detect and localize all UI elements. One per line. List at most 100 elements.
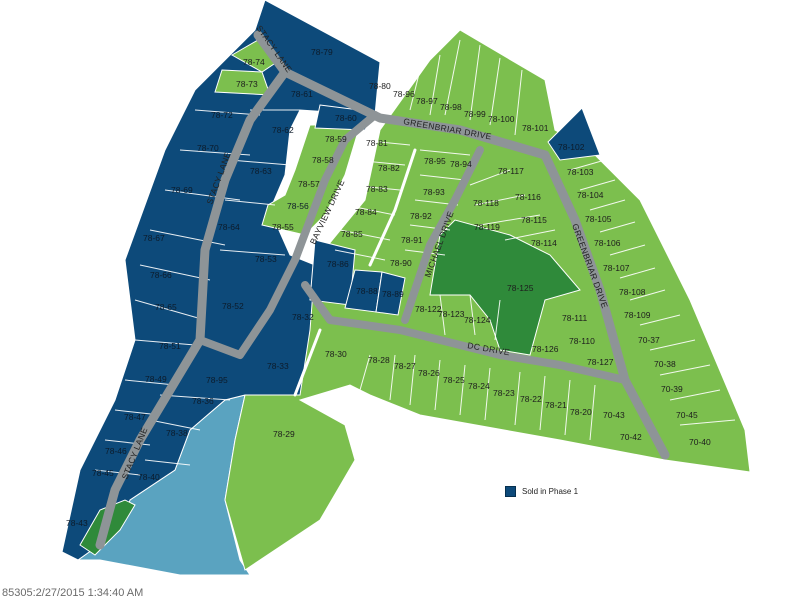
lot-label: 78-60: [335, 113, 357, 123]
lot-label: 78-73: [236, 79, 258, 89]
lot-label: 78-65: [155, 302, 177, 312]
lot-label: 78-27: [394, 361, 416, 371]
lot-label: 78-72: [211, 110, 233, 120]
road-bayview-divider: [368, 148, 417, 267]
lot-label: 78-56: [287, 201, 309, 211]
lot-label: 78-38: [166, 428, 188, 438]
lot-label: 78-85: [341, 229, 363, 239]
lot-label: 70-38: [654, 359, 676, 369]
lot-label: 78-20: [570, 407, 592, 417]
lot-label: 78-32: [292, 312, 314, 322]
lot-label: 78-99: [464, 109, 486, 119]
road-dc-drive: [301, 281, 629, 384]
lot-label: 78-61: [291, 89, 313, 99]
lot-label: 78-103: [567, 167, 594, 177]
lot-label: 78-40: [138, 472, 160, 482]
lot-label: 78-106: [594, 238, 621, 248]
lot-label: 78-95: [206, 375, 228, 385]
lot-label: 78-91: [401, 235, 423, 245]
lot-label: 78-115: [521, 215, 547, 225]
lot-label: 78-22: [520, 394, 542, 404]
lot-label: 78-43: [66, 518, 88, 528]
lot-label: 78-80: [369, 81, 391, 91]
lot-label: 78-70: [197, 143, 219, 153]
lot-label: 78-69: [171, 185, 193, 195]
lot-label: 78-90: [390, 258, 412, 268]
lot-label: 78-46: [105, 446, 127, 456]
lot-label: 70-37: [638, 335, 660, 345]
lot-label: 78-125: [507, 283, 534, 293]
lot-label: 78-126: [532, 344, 559, 354]
lot-label: 70-45: [676, 410, 698, 420]
lot-label: 78-47: [124, 412, 146, 422]
lot-label: 78-55: [272, 222, 294, 232]
lot-label: 78-51: [159, 341, 181, 351]
lot-label: 78-119: [474, 222, 500, 232]
lot-label: 78-45: [92, 468, 114, 478]
lot-label: 78-118: [473, 198, 499, 208]
lot-label: 78-26: [418, 368, 440, 378]
road-bayview-divider-2: [293, 328, 322, 397]
lot-label: 78-58: [312, 155, 334, 165]
lot-label: 78-52: [222, 301, 244, 311]
lot-label: 78-89: [382, 289, 404, 299]
sold-area-west: [61, 0, 381, 561]
lot-label: 78-25: [443, 375, 465, 385]
lot-label: 70-43: [603, 410, 625, 420]
lot-label: 78-116: [515, 192, 541, 202]
road-stacy-loop: [196, 111, 379, 359]
lot-label: 78-24: [468, 381, 490, 391]
lot-label: 78-93: [423, 187, 445, 197]
lot-label: 78-33: [267, 361, 289, 371]
lot-label: 78-104: [577, 190, 604, 200]
lot-label: 78-84: [355, 207, 377, 217]
lot-label: 78-36: [192, 396, 214, 406]
lot-label: 78-30: [325, 349, 347, 359]
lot-78-89-area: [375, 271, 406, 316]
legend-swatch-sold: [505, 486, 516, 497]
lot-label: 78-107: [603, 263, 630, 273]
road-stacy-lane: [95, 30, 290, 550]
map-legend: Sold in Phase 1: [505, 486, 578, 497]
lot-label: 78-122: [415, 304, 442, 314]
lot-label: 78-49: [145, 374, 167, 384]
road-greenbriar-drive-east: [540, 150, 670, 460]
lot-label: 78-100: [488, 114, 515, 124]
legend-label: Sold in Phase 1: [522, 487, 579, 496]
lot-label: 70-42: [620, 432, 642, 442]
lot-78-102-area: [547, 107, 601, 161]
lot-labels: 78-79 78-74 78-73 78-72 78-70 78-69 78-6…: [66, 47, 711, 528]
lot-label: 78-29: [273, 429, 295, 439]
lot-label: 78-94: [450, 159, 472, 169]
lot-label: 78-110: [569, 336, 595, 346]
lot-label: 78-74: [243, 57, 265, 67]
lot-label: 78-102: [558, 142, 585, 152]
lot-label: 78-114: [531, 238, 557, 248]
road-greenbriar-drive: [280, 67, 550, 160]
lot-label: 78-98: [440, 102, 462, 112]
open-space-78-125: [429, 219, 581, 356]
lot-label: 78-111: [562, 313, 587, 323]
lot-label: 78-92: [410, 211, 432, 221]
lot-label: 78-124: [464, 315, 491, 325]
lot-label: 78-86: [327, 259, 349, 269]
lot-label: 78-23: [493, 388, 515, 398]
lot-label: 78-105: [585, 214, 612, 224]
lot-label: 78-63: [250, 166, 272, 176]
lot-label: 78-117: [498, 166, 524, 176]
lot-label: 70-39: [661, 384, 683, 394]
lot-label: 78-53: [255, 254, 277, 264]
lot-label: 78-83: [366, 184, 388, 194]
road-network: [95, 30, 670, 550]
lot-label: 78-21: [545, 400, 567, 410]
lot-label: 78-82: [378, 163, 400, 173]
lot-label: 78-108: [619, 287, 646, 297]
lot-label: 78-95: [424, 156, 446, 166]
lot-label: 78-57: [298, 179, 320, 189]
lot-label: 78-101: [522, 123, 549, 133]
lot-label: 78-79: [311, 47, 333, 57]
lot-label: 70-40: [689, 437, 711, 447]
lot-label: 78-127: [587, 357, 614, 367]
lot-label: 78-109: [624, 310, 651, 320]
